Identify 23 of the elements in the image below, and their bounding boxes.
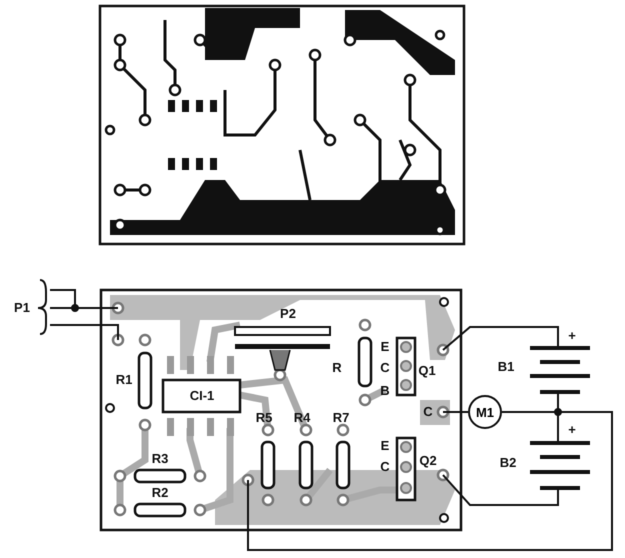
pin-label: E — [380, 439, 390, 453]
component-label: R1 — [116, 373, 132, 387]
component-label: R5 — [256, 411, 272, 425]
component-label: R4 — [294, 411, 310, 425]
component-label: R7 — [332, 411, 350, 425]
component-label: B1 — [498, 360, 514, 374]
component-label: R — [332, 361, 342, 375]
pin-label: C — [380, 460, 390, 474]
component-label: Q1 — [418, 364, 436, 378]
polarity-sign: + — [568, 329, 576, 343]
component-label: Q2 — [419, 454, 437, 468]
component-label: CI-1 — [190, 389, 214, 403]
pin-label: C — [380, 361, 390, 375]
pin-label: E — [380, 340, 390, 354]
component-label: R3 — [152, 452, 168, 466]
component-label: B2 — [500, 456, 516, 470]
motor-symbol: M1 — [468, 395, 502, 429]
component-label: P2 — [280, 307, 296, 321]
polarity-sign: + — [568, 423, 576, 437]
pin-label: C — [423, 405, 433, 419]
connector-label: P1 — [14, 301, 30, 315]
component-label: R2 — [152, 486, 168, 500]
pin-label: B — [380, 384, 390, 398]
